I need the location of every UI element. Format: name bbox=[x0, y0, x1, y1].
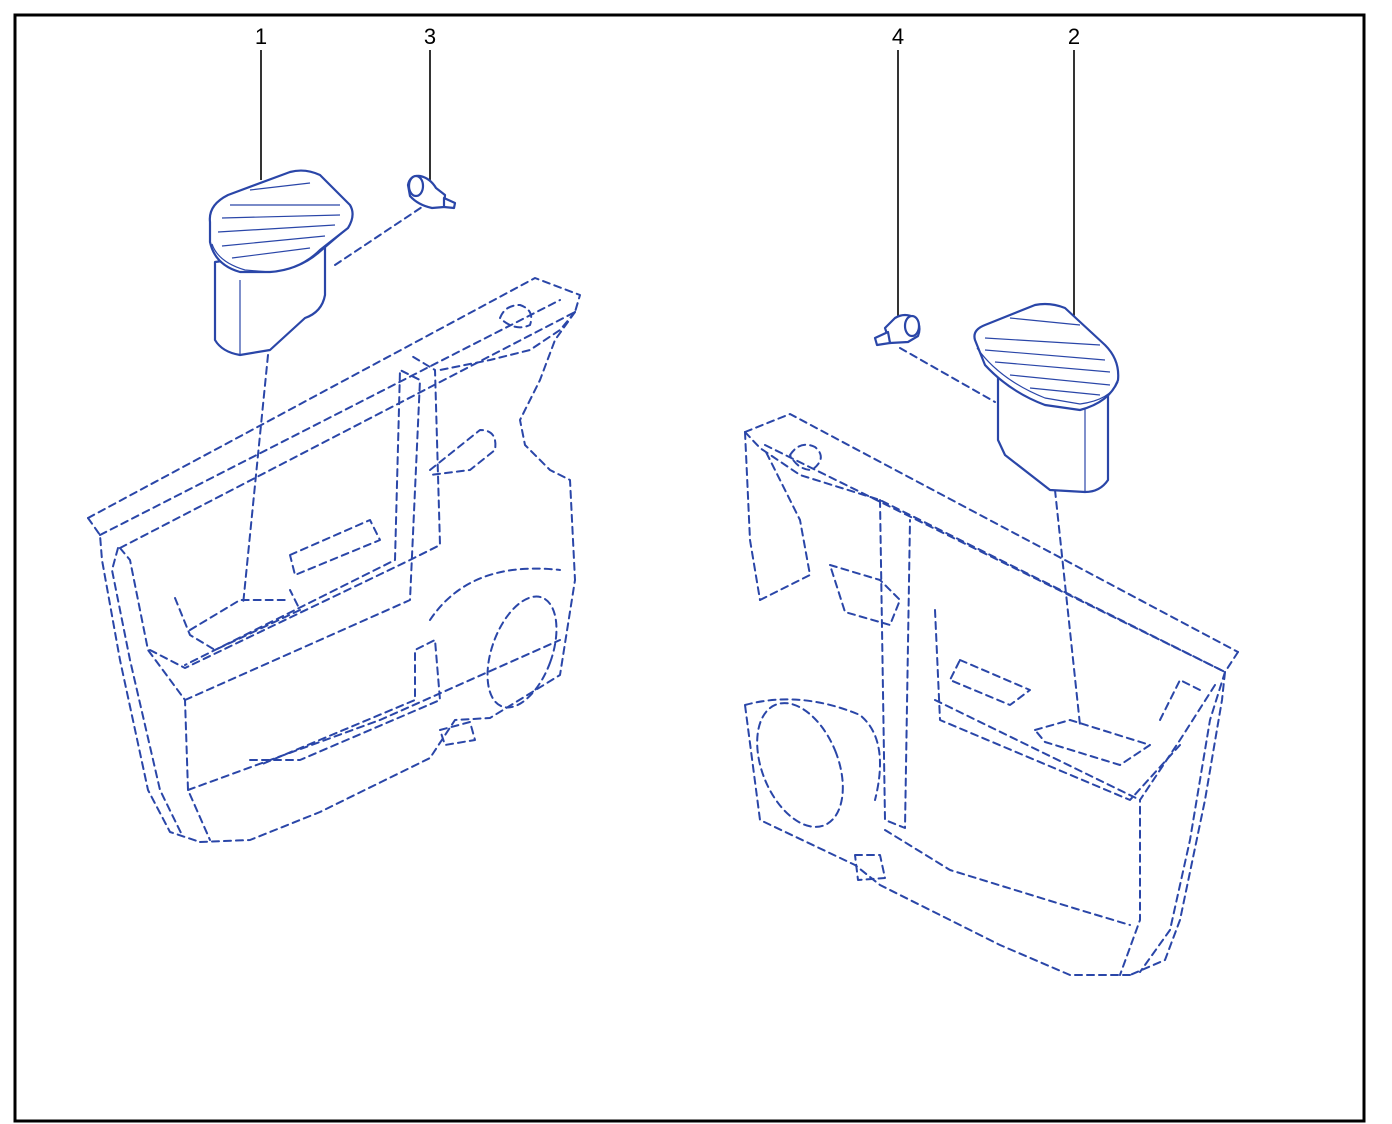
callout-1-label: 1 bbox=[255, 24, 267, 49]
callout-2: 2 bbox=[1068, 24, 1080, 326]
right-door-trim-outline bbox=[744, 413, 1239, 976]
callout-1: 1 bbox=[255, 24, 267, 180]
callout-3-label: 3 bbox=[424, 24, 436, 49]
armrest-pad-left bbox=[208, 169, 426, 357]
callout-4: 4 bbox=[892, 24, 904, 320]
armrest-pad-right bbox=[899, 302, 1120, 494]
left-door-trim-outline bbox=[87, 277, 581, 843]
callout-3: 3 bbox=[424, 24, 436, 180]
callout-4-label: 4 bbox=[892, 24, 904, 49]
callout-2-label: 2 bbox=[1068, 24, 1080, 49]
clip-right bbox=[873, 313, 921, 347]
diagram-frame bbox=[13, 13, 1366, 1123]
clip-left bbox=[406, 174, 457, 210]
